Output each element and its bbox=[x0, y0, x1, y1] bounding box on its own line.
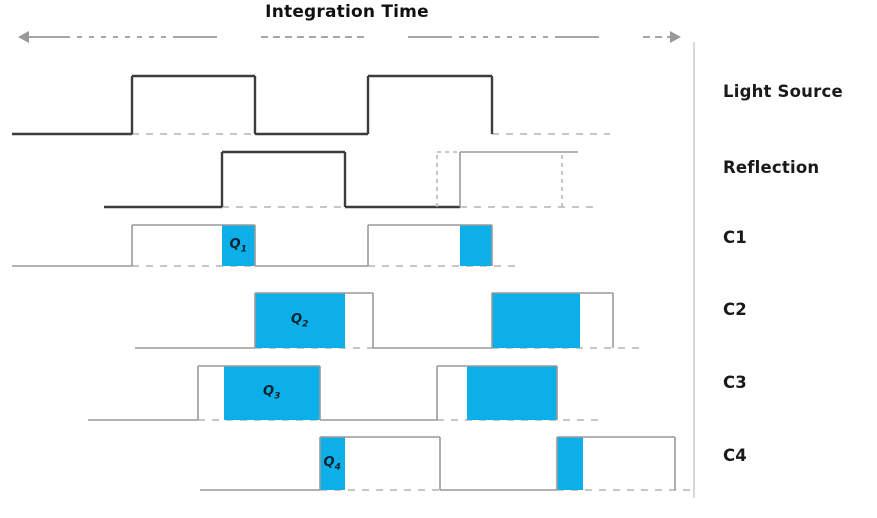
row-label-c4: C4 bbox=[723, 446, 747, 465]
charge-block-c2-0 bbox=[255, 293, 345, 348]
charge-block-c3-1 bbox=[467, 366, 557, 420]
charge-label-c2: Q2 bbox=[291, 311, 309, 330]
charge-block-c1-0 bbox=[222, 225, 255, 266]
charge-block-c4-0 bbox=[320, 437, 345, 490]
charge-label-c1: Q1 bbox=[229, 236, 247, 255]
charge-block-c4-1 bbox=[557, 437, 583, 490]
charge-label-c4: Q4 bbox=[323, 454, 341, 473]
integration-arrow-head-left bbox=[18, 31, 29, 43]
charge-block-c2-1 bbox=[492, 293, 580, 348]
diagram-title: Integration Time bbox=[265, 2, 429, 22]
charge-label-c3: Q3 bbox=[263, 384, 281, 402]
row-label-c3: C3 bbox=[723, 373, 747, 392]
row-label-c1: C1 bbox=[723, 228, 747, 247]
integration-arrow-head-right bbox=[670, 31, 681, 43]
row-label-light-source: Light Source bbox=[723, 82, 843, 101]
charge-block-c3-0 bbox=[224, 366, 320, 420]
charge-block-c1-1 bbox=[460, 225, 492, 266]
row-label-c2: C2 bbox=[723, 300, 747, 319]
row-label-reflection: Reflection bbox=[723, 158, 820, 177]
